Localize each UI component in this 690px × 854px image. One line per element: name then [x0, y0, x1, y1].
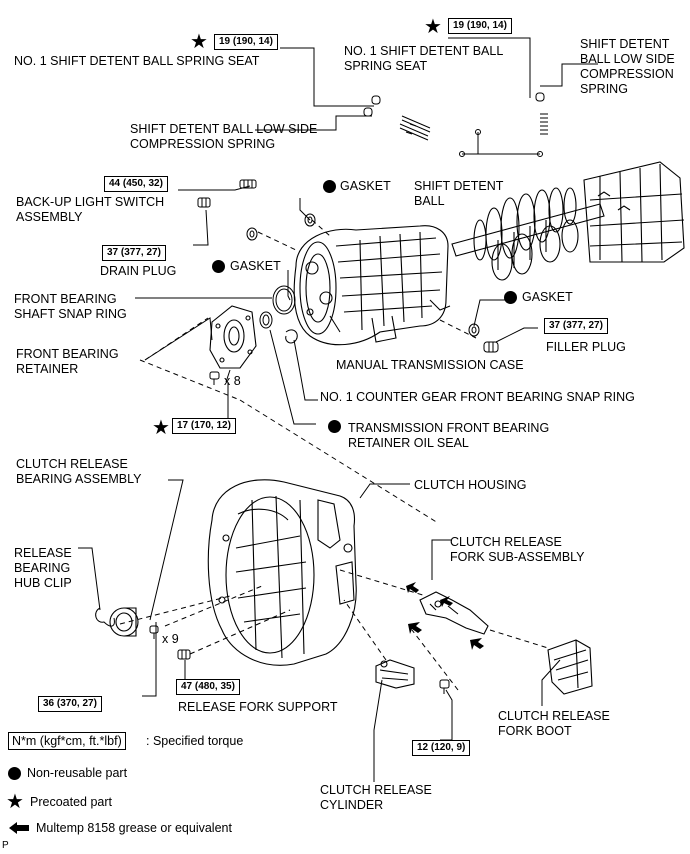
arrow-left-icon: [9, 822, 29, 834]
legend-torque-unit: N*m (kgf*cm, ft.*lbf): [8, 732, 126, 750]
label-clutch-release-fork: CLUTCH RELEASE FORK SUB-ASSEMBLY: [450, 535, 585, 564]
label-front-bearing-retainer: FRONT BEARING RETAINER: [16, 347, 119, 376]
label-drain-plug: DRAIN PLUG: [100, 264, 177, 278]
legend-grease: Multemp 8158 grease or equivalent: [36, 821, 232, 835]
label-low-side-spring-right: SHIFT DETENT BALL LOW SIDE COMPRESSION S…: [580, 37, 675, 96]
legend-torque-desc: : Specified torque: [146, 734, 244, 748]
filled-circle-icon: [323, 180, 336, 193]
label-x8: x 8: [224, 374, 241, 388]
label-clutch-release-fork-boot: CLUTCH RELEASE FORK BOOT: [498, 709, 610, 738]
label-backup-light-switch: BACK-UP LIGHT SWITCH ASSEMBLY: [16, 195, 165, 224]
star-icon: ★: [6, 791, 24, 813]
legend-non-reusable: Non-reusable part: [27, 766, 128, 780]
label-shift-detent-ball: SHIFT DETENT BALL: [414, 179, 504, 208]
filled-circle-icon: [212, 260, 225, 273]
label-spring-seat-left: NO. 1 SHIFT DETENT BALL SPRING SEAT: [14, 54, 260, 68]
torque-backup-light-switch: 44 (450, 32): [104, 176, 168, 192]
legend-precoated: Precoated part: [30, 795, 112, 809]
label-gasket-mid: GASKET: [230, 259, 281, 273]
torque-spring-seat-right: 19 (190, 14): [448, 18, 512, 34]
label-x9: x 9: [162, 632, 179, 646]
torque-cylinder-bolt: 12 (120, 9): [412, 740, 471, 756]
label-manual-transmission-case: MANUAL TRANSMISSION CASE: [336, 358, 524, 372]
label-filler-plug: FILLER PLUG: [546, 340, 626, 354]
label-release-fork-support: RELEASE FORK SUPPORT: [178, 700, 338, 714]
label-gasket-right: GASKET: [522, 290, 573, 304]
label-gasket-top: GASKET: [340, 179, 391, 193]
label-clutch-release-cylinder: CLUTCH RELEASE CYLINDER: [320, 783, 432, 812]
filled-circle-icon: [8, 767, 21, 780]
footer-code: P: [2, 840, 9, 851]
torque-hub-bolts: 36 (370, 27): [38, 696, 102, 712]
star-icon: ★: [424, 16, 442, 38]
star-icon: ★: [152, 417, 170, 439]
label-low-side-spring-left: SHIFT DETENT BALL LOW SIDE COMPRESSION S…: [130, 122, 318, 151]
torque-release-fork-support: 47 (480, 35): [176, 679, 240, 695]
torque-filler-plug: 37 (377, 27): [544, 318, 608, 334]
torque-retainer-bolts: 17 (170, 12): [172, 418, 236, 434]
label-oil-seal: TRANSMISSION FRONT BEARING RETAINER OIL …: [348, 421, 550, 450]
filled-circle-icon: [328, 420, 341, 433]
torque-spring-seat-left: 19 (190, 14): [214, 34, 278, 50]
label-clutch-housing: CLUTCH HOUSING: [414, 478, 527, 492]
filled-circle-icon: [504, 291, 517, 304]
label-counter-gear-snap-ring: NO. 1 COUNTER GEAR FRONT BEARING SNAP RI…: [320, 390, 635, 404]
torque-drain-plug: 37 (377, 27): [102, 245, 166, 261]
label-spring-seat-right: NO. 1 SHIFT DETENT BALL SPRING SEAT: [344, 44, 504, 73]
star-icon: ★: [190, 31, 208, 53]
label-release-bearing-hub-clip: RELEASE BEARING HUB CLIP: [14, 546, 72, 590]
label-clutch-release-bearing: CLUTCH RELEASE BEARING ASSEMBLY: [16, 457, 142, 486]
label-front-bearing-snap-ring: FRONT BEARING SHAFT SNAP RING: [14, 292, 127, 321]
